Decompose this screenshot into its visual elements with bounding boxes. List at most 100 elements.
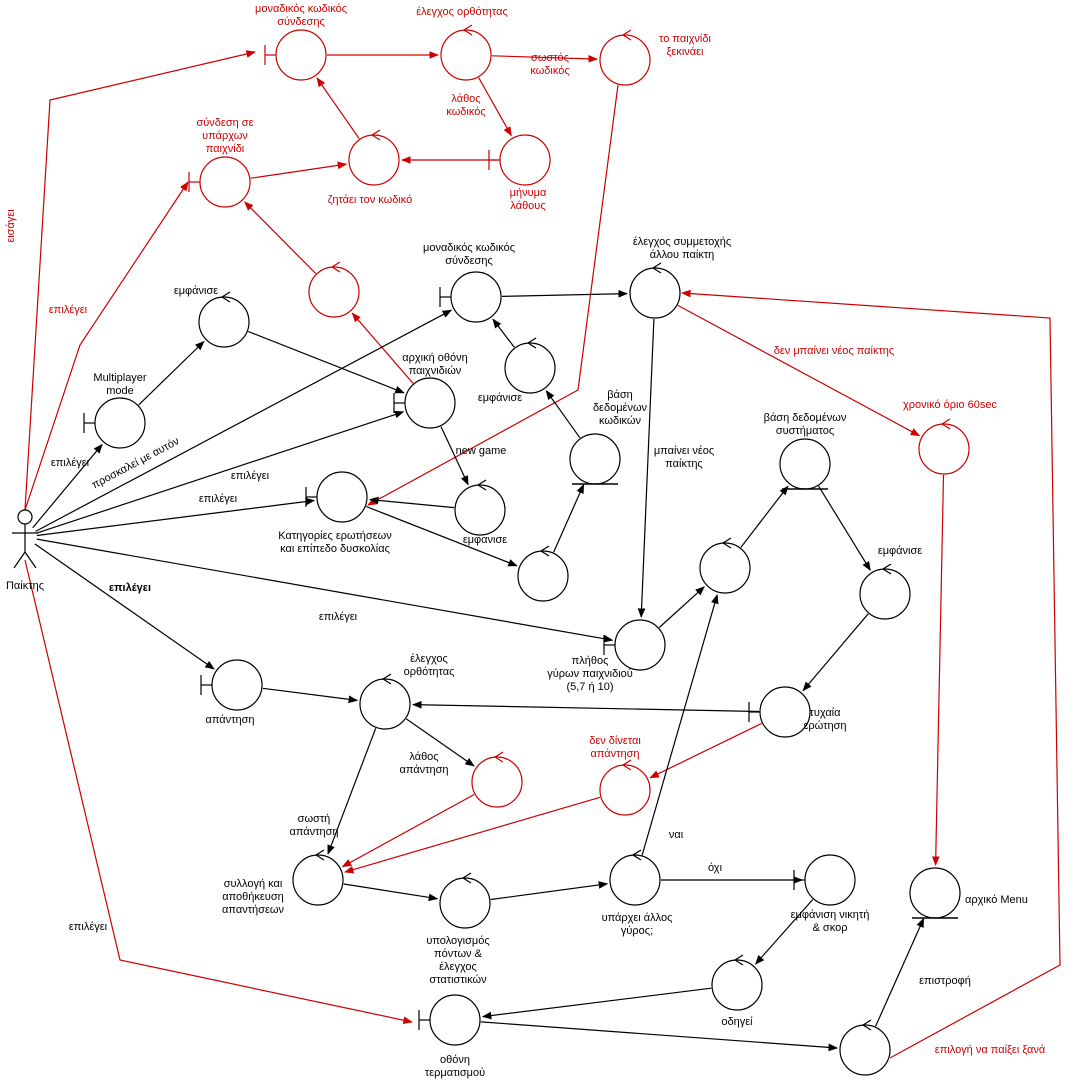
edges bbox=[24, 50, 1061, 1059]
actor-label: Παίκτης bbox=[6, 580, 44, 592]
edge-label-text: επιλέγει bbox=[49, 304, 88, 316]
edge-actor-to-n_game_home bbox=[36, 410, 405, 534]
node-ctrl-db[interactable] bbox=[517, 545, 569, 602]
edge-n_end_screen-to-n_final bbox=[480, 1021, 839, 1052]
edge-label-text: σωστός bbox=[531, 52, 569, 64]
node-answer[interactable]: απάντηση bbox=[200, 659, 263, 726]
boundary-symbol bbox=[614, 619, 666, 671]
node-wrong-ans[interactable] bbox=[471, 751, 523, 808]
node-label: έλεγχος bbox=[439, 961, 477, 973]
edge-n_unique_code_mid-to-n_participation bbox=[501, 289, 628, 298]
boundary-symbol bbox=[316, 471, 368, 523]
edge-n_code_db-to-n_show_2 bbox=[545, 390, 581, 439]
node-ctrl-mid[interactable] bbox=[699, 537, 751, 594]
edge-label-text: ναι bbox=[669, 829, 684, 841]
node-label: βάση bbox=[607, 389, 633, 401]
node-label: αρχική οθόνη bbox=[402, 352, 467, 364]
edge-n_points-to-n_another_round bbox=[490, 881, 609, 901]
edge-n_leads-to-n_end_screen bbox=[481, 987, 712, 1020]
node-label: μήνυμα bbox=[510, 187, 547, 199]
edge-label-text: παίκτης bbox=[665, 458, 703, 470]
control-symbol bbox=[504, 342, 556, 394]
edge-label-text: επιλογή να παίξει ξανά bbox=[935, 1044, 1046, 1056]
edge-label-text: απάντηση bbox=[399, 764, 448, 776]
edge-n_ctrl_db-to-n_code_db bbox=[553, 483, 585, 553]
edge-n_multiplayer-to-n_show_1 bbox=[138, 340, 205, 406]
node-show-3[interactable]: εμφανισε bbox=[454, 479, 507, 546]
edge-label-text: επιλέγει bbox=[69, 921, 108, 933]
node-show-1[interactable]: εμφάνισε bbox=[174, 285, 250, 348]
boundary-symbol bbox=[199, 156, 251, 208]
node-correctness-top[interactable]: έλεγχος ορθότητας bbox=[416, 6, 508, 81]
node-label: συλλογή και bbox=[224, 878, 283, 890]
edge-n_show_2-to-n_unique_code_mid bbox=[492, 318, 515, 348]
control-arrowhead bbox=[527, 337, 537, 349]
control-arrowhead bbox=[462, 872, 472, 884]
edge-label-text: επιστροφή bbox=[919, 975, 971, 987]
edge-actor-to-n_categories bbox=[36, 497, 316, 537]
node-show-4[interactable]: εμφάνισε bbox=[859, 545, 922, 620]
node-label: Κατηγορίες ερωτήσεων bbox=[278, 530, 392, 542]
node-label: γύρων παιχνιδιού bbox=[547, 668, 633, 680]
node-red-mid[interactable] bbox=[308, 261, 360, 318]
edge-actor-to-n_join_existing bbox=[24, 181, 189, 511]
control-symbol bbox=[359, 678, 411, 730]
node-label: αρχικό Menu bbox=[965, 894, 1028, 906]
edge-n_answer-to-n_correctness_mid bbox=[262, 687, 359, 704]
node-label: mode bbox=[106, 385, 134, 397]
entity-symbol bbox=[569, 433, 621, 485]
node-asks-code[interactable]: ζητάει τον κωδικό bbox=[328, 129, 413, 206]
edge-n_correctness_mid-to-n_wrong_ans bbox=[405, 718, 475, 767]
control-symbol bbox=[348, 134, 400, 186]
edge-actor-to-n_multiplayer bbox=[32, 443, 103, 529]
node-label: απαντήσεων bbox=[222, 904, 284, 916]
node-winner[interactable]: εμφάνιση νικητή& σκορ bbox=[791, 854, 870, 934]
control-symbol bbox=[439, 877, 491, 929]
node-show-2[interactable]: εμφάνισε bbox=[478, 337, 556, 404]
node-final[interactable] bbox=[839, 1019, 891, 1076]
control-symbol bbox=[918, 423, 970, 475]
node-label: σύνδεσης bbox=[277, 16, 325, 28]
actor-player[interactable]: Παίκτης bbox=[6, 509, 44, 592]
node-main-menu[interactable]: αρχικό Menu bbox=[909, 867, 1028, 919]
edge-label-text: λάθος bbox=[451, 93, 480, 105]
edge-label-no-new-player: δεν μπαίνει νέος παίκτης bbox=[774, 345, 894, 357]
boundary-symbol bbox=[499, 134, 551, 186]
node-label: & σκορ bbox=[813, 922, 848, 934]
node-label: ξεκινάει bbox=[667, 46, 705, 58]
control-arrowhead bbox=[221, 291, 231, 303]
node-label: εμφάνισε bbox=[878, 545, 922, 557]
edge-n_correctness_top-to-n_error_msg bbox=[478, 77, 512, 137]
node-time-limit[interactable]: χρονικό όριο 60sec bbox=[903, 399, 997, 475]
node-leads[interactable]: οδηγεί bbox=[711, 954, 763, 1028]
entity-symbol bbox=[909, 867, 961, 919]
entity-symbol bbox=[779, 438, 831, 490]
edge-label-text: μπαίνει νέος bbox=[654, 445, 714, 457]
control-symbol bbox=[308, 266, 360, 318]
control-symbol bbox=[699, 542, 751, 594]
node-label: και επίπεδο δυσκολίας bbox=[280, 543, 390, 555]
node-label: (5,7 ή 10) bbox=[566, 681, 613, 693]
